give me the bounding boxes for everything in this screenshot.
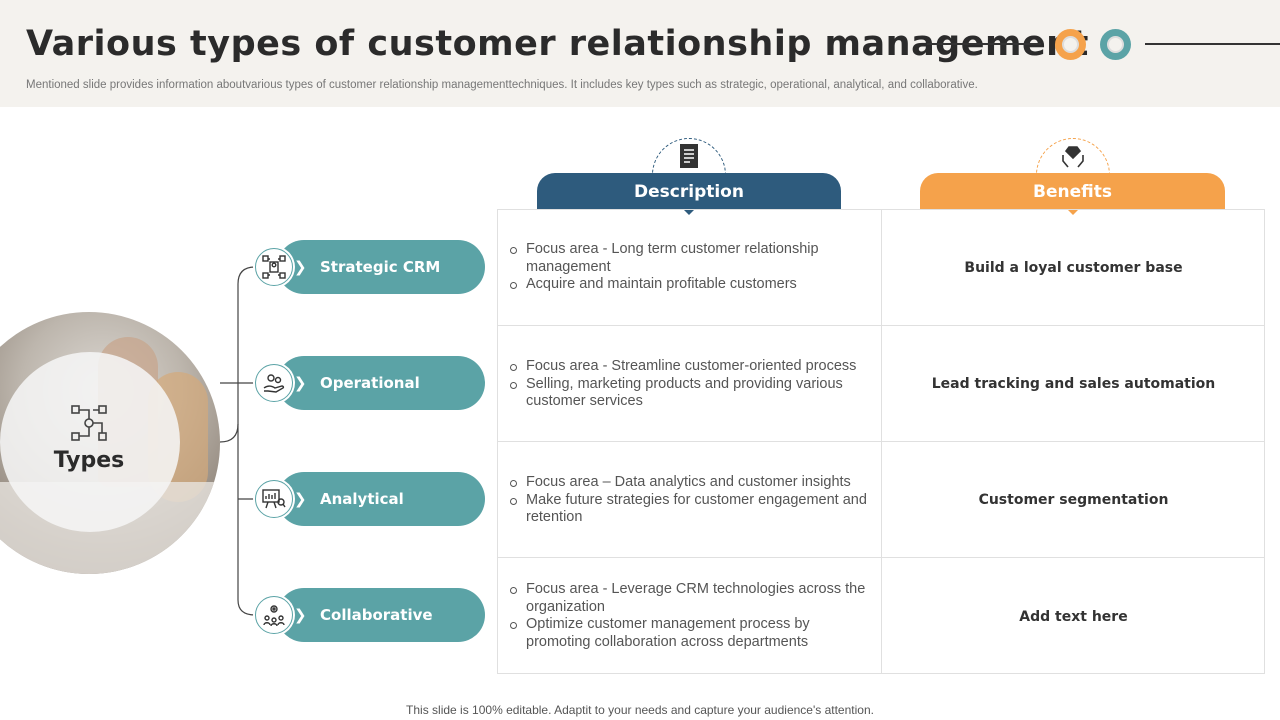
description-item: Focus area – Data analytics and customer… — [508, 474, 873, 492]
benefit-text: Lead tracking and sales automation — [931, 376, 1216, 392]
benefit-cell: Add text here — [882, 558, 1265, 673]
page-title: Various types of customer relationship m… — [26, 24, 1089, 64]
chevron-right-icon: ❯ — [294, 258, 307, 276]
decorative-orange-circle — [1055, 29, 1086, 60]
crm-table: Focus area - Long term customer relation… — [497, 209, 1265, 674]
decorative-line-right — [1145, 43, 1280, 45]
description-cell: Focus area - Streamline customer-oriente… — [498, 326, 882, 442]
description-item: Focus area - Long term customer relation… — [508, 241, 873, 276]
benefit-cell: Customer segmentation — [882, 442, 1265, 558]
network-nodes-icon — [71, 405, 107, 441]
type-pill-collaborative[interactable]: ❯ Collaborative — [277, 588, 485, 642]
benefit-text: Build a loyal customer base — [964, 260, 1183, 276]
type-label: Collaborative — [320, 606, 433, 624]
description-header-notch — [682, 208, 696, 215]
benefits-header: Benefits — [920, 173, 1225, 209]
decorative-teal-circle — [1100, 29, 1131, 60]
type-pill-analytical[interactable]: ❯ Analytical — [277, 472, 485, 526]
description-item: Selling, marketing products and providin… — [508, 376, 873, 411]
description-item: Focus area - Streamline customer-oriente… — [508, 358, 873, 376]
type-label: Analytical — [320, 490, 404, 508]
type-pill-strategic-crm[interactable]: ❯ Strategic CRM — [277, 240, 485, 294]
page-subtitle: Mentioned slide provides information abo… — [26, 79, 978, 91]
hands-diamond-icon — [1062, 146, 1084, 168]
benefit-cell: Lead tracking and sales automation — [882, 326, 1265, 442]
description-header: Description — [537, 173, 841, 209]
team-gear-icon — [255, 596, 293, 634]
footer-note: This slide is 100% editable. Adaptit to … — [406, 703, 874, 717]
type-label: Strategic CRM — [320, 258, 441, 276]
document-icon — [680, 144, 698, 168]
description-cell: Focus area - Long term customer relation… — [498, 210, 882, 326]
chevron-right-icon: ❯ — [294, 490, 307, 508]
description-item: Focus area - Leverage CRM technologies a… — [508, 581, 873, 616]
benefit-text: Customer segmentation — [978, 492, 1169, 508]
chevron-right-icon: ❯ — [294, 374, 307, 392]
benefit-cell: Build a loyal customer base — [882, 210, 1265, 326]
description-cell: Focus area – Data analytics and customer… — [498, 442, 882, 558]
type-pill-operational[interactable]: ❯ Operational — [277, 356, 485, 410]
chevron-right-icon: ❯ — [294, 606, 307, 624]
decorative-line-left — [927, 43, 1041, 45]
flowchart-person-icon — [255, 248, 293, 286]
types-hub — [0, 352, 180, 532]
description-item: Optimize customer management process by … — [508, 616, 873, 651]
presentation-chart-icon — [255, 480, 293, 518]
benefit-text: Add text here — [1019, 609, 1128, 625]
type-label: Operational — [320, 374, 420, 392]
gears-hand-icon — [255, 364, 293, 402]
description-item: Make future strategies for customer enga… — [508, 492, 873, 527]
description-cell: Focus area - Leverage CRM technologies a… — [498, 558, 882, 673]
benefits-header-notch — [1066, 208, 1080, 215]
description-item: Acquire and maintain profitable customer… — [508, 276, 873, 294]
types-label: Types — [53, 448, 125, 473]
